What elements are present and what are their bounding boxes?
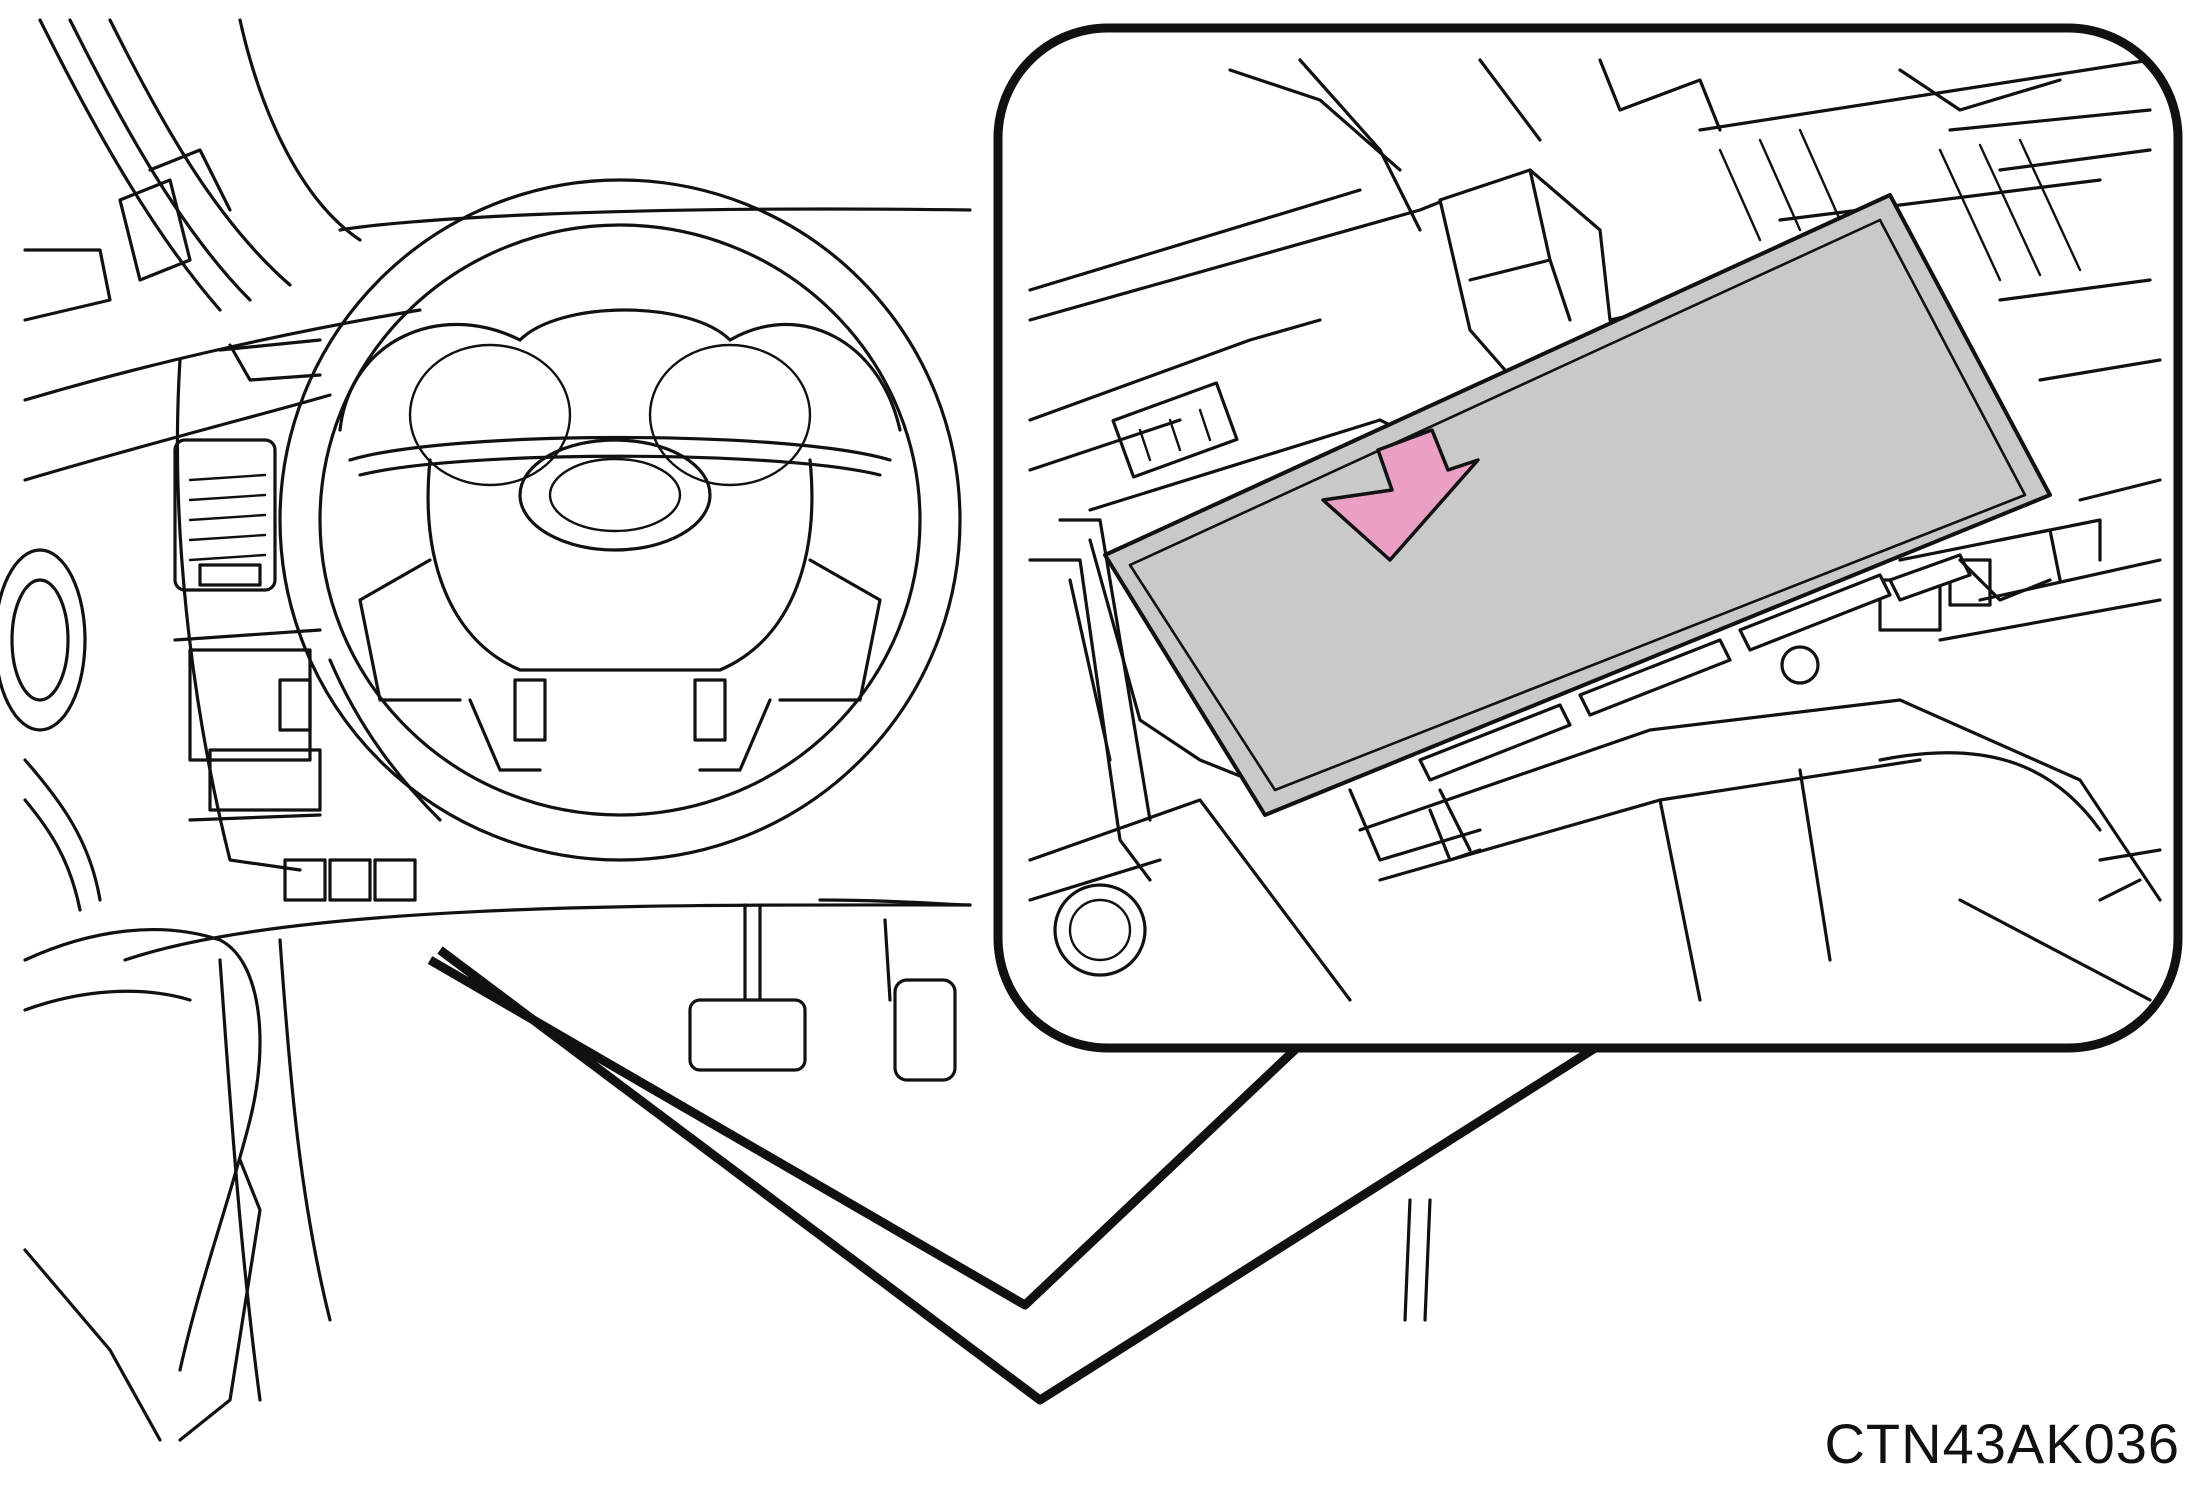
accelerator-pedal [883,918,957,1082]
a-pillar [38,18,362,312]
left-door-panel [0,548,262,1442]
fuse-box [1103,193,2052,862]
detail-inset [993,23,2183,1053]
dashboard-top [23,207,972,907]
instrument-panel-column [173,338,417,902]
callout-pointer [427,946,1603,1405]
dashboard-overview [0,18,1432,1442]
inset-contents [998,28,2178,1048]
inset-frame [993,23,2183,1053]
down-arrow-icon [1321,428,1480,562]
pedal-area [123,903,1432,1402]
figure-code: CTN43AK036 [1824,1412,2180,1475]
steering-wheel [278,178,962,862]
brake-pedal [688,903,807,1072]
